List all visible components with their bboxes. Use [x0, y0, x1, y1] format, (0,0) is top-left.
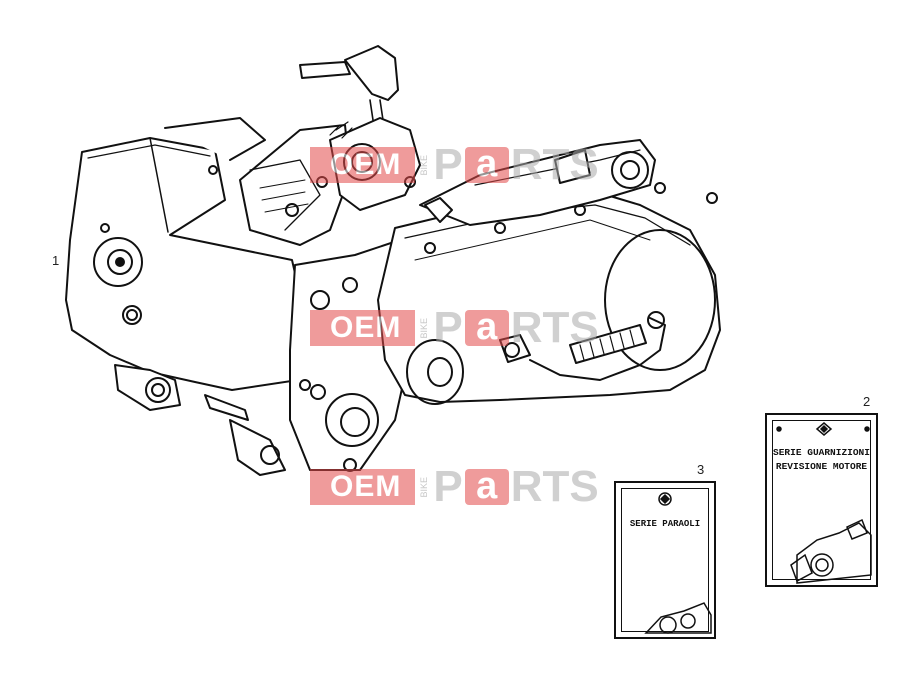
gasket-kit-illustration [776, 422, 872, 584]
drive-arm [419, 139, 656, 226]
watermark-a: a [464, 308, 509, 346]
watermark-p: P [433, 303, 463, 352]
gasket-kit-card-border [772, 420, 871, 580]
watermark-oem: OEM [310, 310, 416, 346]
oil-seal-kit-title: SERIE PARAOLI [629, 519, 701, 529]
card-corner-hole [776, 426, 782, 432]
watermark-oem: OEM [310, 147, 416, 183]
gasket-kit-title-line2: REVISIONE MOTORE [775, 461, 868, 472]
watermark-top: OEM BIKE P a RTS [310, 140, 599, 189]
callout-1[interactable]: 1 [52, 253, 60, 268]
cooling-shroud [65, 137, 301, 391]
gasket-kit-card[interactable]: SERIE GUARNIZIONI REVISIONE MOTORE [765, 413, 878, 587]
watermark-rts: RTS [510, 140, 599, 189]
callout-2[interactable]: 2 [863, 394, 871, 409]
oil-seal-kit-illustration [644, 492, 712, 634]
card-corner-hole [864, 426, 870, 432]
watermark-rts: RTS [510, 303, 599, 352]
watermark-bike: BIKE [419, 476, 430, 498]
oil-seal-kit-card[interactable]: SERIE PARAOLI [614, 481, 716, 639]
oil-seal-kit-card-border [621, 488, 709, 632]
watermark-rts: RTS [510, 462, 599, 511]
watermark-oem: OEM [310, 469, 416, 505]
watermark-bike: BIKE [419, 317, 430, 339]
watermark-p: P [433, 140, 463, 189]
watermark-a: a [464, 145, 509, 183]
watermark-bottom: OEM BIKE P a RTS [310, 462, 599, 511]
watermark-a: a [464, 467, 509, 505]
watermark-bike: BIKE [419, 154, 430, 176]
watermark-p: P [433, 462, 463, 511]
gasket-kit-title-line1: SERIE GUARNIZIONI [773, 447, 870, 458]
watermark-middle: OEM BIKE P a RTS [310, 303, 599, 352]
brand-logo-icon [658, 492, 672, 506]
engine-mount [114, 364, 286, 476]
variator-cover [377, 182, 721, 405]
callout-3[interactable]: 3 [697, 462, 705, 477]
